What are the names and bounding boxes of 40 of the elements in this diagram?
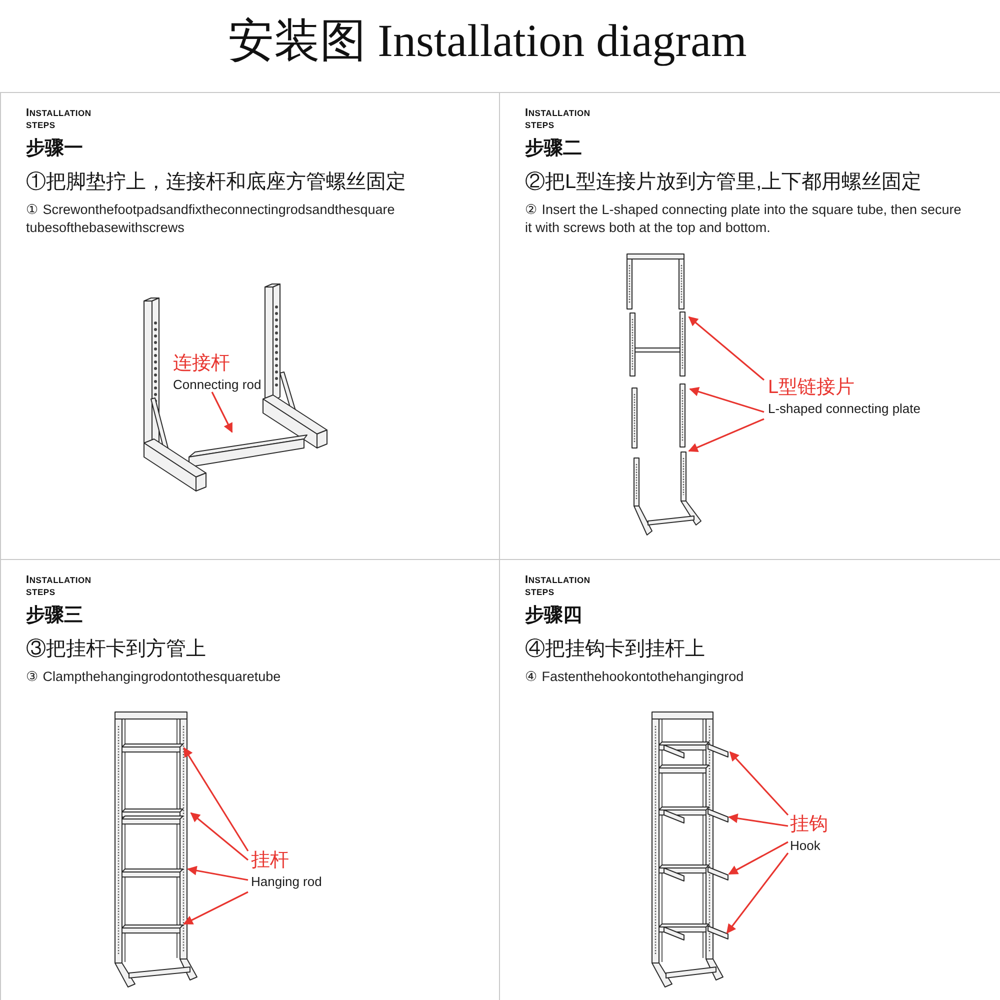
step-heading: 步骤三 [26,604,84,628]
instruction-text: ② Insert the L-shaped connecting plate into the square tube, then secure it with screws both at the top and bottom. [525,201,962,237]
instruction-text: ④把挂钩卡到挂杆上 [525,637,706,662]
step-panel [0,560,500,1000]
diagram-title: 安装图 Installation diagram [228,14,747,68]
leader-arrow [729,751,789,816]
leader-arrow [187,866,248,881]
section-label: INSTALLATION STEPS [525,107,592,131]
instruction-text: ②把L型连接片放到方管里,上下都用螺丝固定 [525,170,923,195]
instruction-text: ① Screwonthefootpadsandfixtheconnectingrodsandthesquare tubesofthebasewithscrews [26,201,396,237]
section-label: INSTALLATION STEPS [26,107,92,131]
callout-label: L-shaped connecting plate [768,401,921,417]
leader-arrow [728,814,788,827]
section-label: INSTALLATION STEPS [525,574,592,598]
leader-arrow [183,747,249,852]
leader-arrow [689,386,764,413]
leader-arrow [211,392,233,433]
step-heading: 步骤一 [26,137,84,161]
step-panel [500,92,1000,560]
leader-arrow [726,852,789,934]
leader-arrow [688,418,764,452]
leader-arrow [190,812,248,861]
instruction-text: ①把脚垫拧上，连接杆和底座方管螺丝固定 [26,170,407,195]
leader-arrow [728,841,788,875]
leader-arrow [688,316,765,381]
callout-label: Hook [790,838,820,854]
callout-label: Hanging rod [251,874,322,890]
callout-label: 连接杆 [173,353,230,375]
callout-label: 挂钩 [790,814,828,836]
callout-label: L型链接片 [768,377,855,399]
instruction-text: ③把挂杆卡到方管上 [26,637,207,662]
step-heading: 步骤四 [525,604,583,628]
callout-label: Connecting rod [173,377,262,393]
leader-arrow [183,891,248,925]
step-heading: 步骤二 [525,137,583,161]
instruction-text: ③ Clampthehangingrodontothesquaretube [26,668,282,686]
instruction-text: ④ Fastenthehookontothehangingrod [525,668,745,686]
callout-label: 挂杆 [251,850,289,872]
step-panel [0,92,500,560]
section-label: INSTALLATION STEPS [26,574,92,598]
